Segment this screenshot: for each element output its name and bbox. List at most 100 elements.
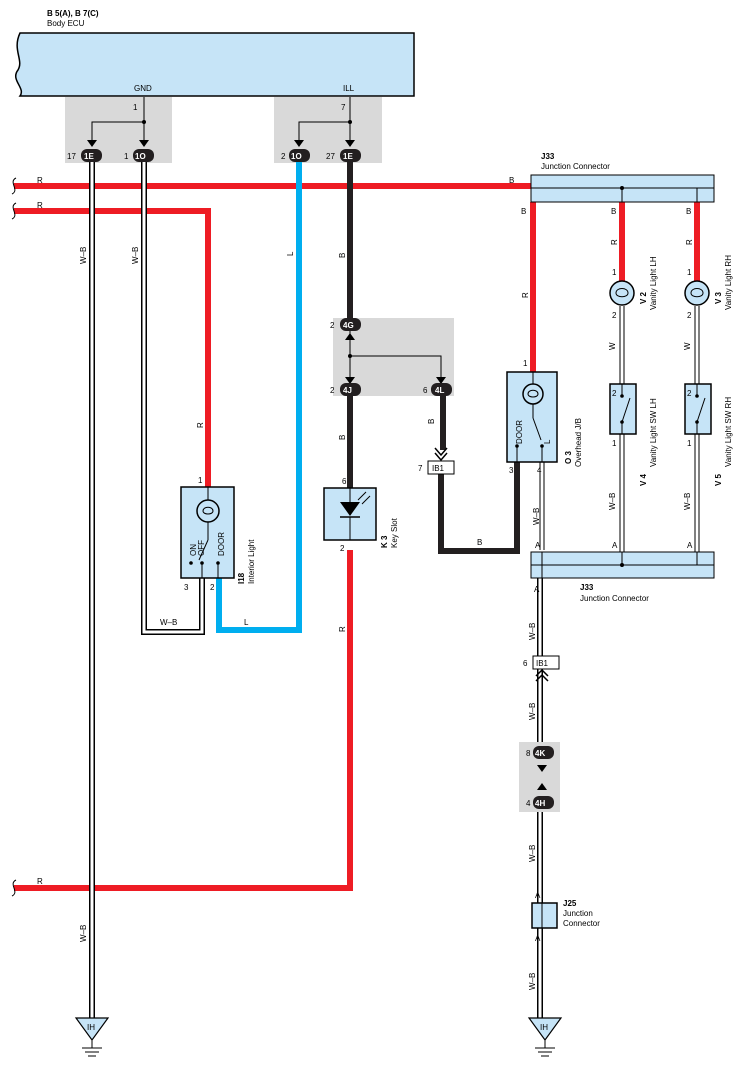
ecu-connector-1-1o-gnd: 1 1O (124, 149, 154, 162)
ecu-ill-splice (348, 120, 352, 124)
blue-wire (216, 162, 302, 633)
v5-id: V 5 (714, 473, 723, 486)
i18-id: I18 (237, 572, 246, 584)
wire-label-b-4l: B (427, 419, 436, 424)
j25-id: J25 (563, 899, 577, 908)
svg-text:6: 6 (423, 386, 428, 395)
o3-pin4: 4 (537, 466, 542, 475)
v3-pin2: 2 (687, 311, 692, 320)
v4-pin1: 1 (612, 439, 617, 448)
svg-text:4G: 4G (343, 321, 354, 330)
wire-label-w-v3: W (683, 342, 692, 350)
o3-pin3: 3 (509, 466, 514, 475)
w-wires (619, 306, 700, 384)
j25-name-line2: Connector (563, 919, 600, 928)
wire-label-wb-v4: W–B (608, 493, 617, 510)
svg-text:1: 1 (124, 152, 129, 161)
j33-bottom-pin-a1: A (535, 541, 541, 550)
svg-text:IB1: IB1 (432, 464, 445, 473)
svg-text:8: 8 (526, 749, 531, 758)
junction-4g-splice (348, 354, 352, 358)
wire-label-wb-v5: W–B (683, 493, 692, 510)
wire-label-r-o3: R (521, 292, 530, 298)
ground-left (74, 1017, 110, 1057)
j33-top-pin-b3: B (686, 207, 691, 216)
wire-label-wb-horizontal: W–B (160, 618, 177, 627)
svg-text:4L: 4L (435, 386, 444, 395)
v3-pin1: 1 (687, 268, 692, 277)
svg-text:6: 6 (523, 659, 528, 668)
v4-name: Vanity Light SW LH (649, 398, 658, 467)
ecu-connector-27-1e: 27 1E (326, 149, 361, 162)
ground-left-code: IH (87, 1023, 95, 1032)
o3-id: O 3 (564, 451, 573, 464)
svg-text:IB1: IB1 (536, 659, 549, 668)
j25-pin-bottom: A (535, 934, 541, 943)
k3-pin2: 2 (340, 544, 345, 553)
wire-break-marks (11, 177, 17, 897)
o3-door-label: DOOR (515, 420, 524, 444)
v5-vanity-light-sw-rh (684, 383, 712, 435)
connector-ib1-7: 7 IB1 (418, 447, 455, 475)
ground-right-code: IH (540, 1023, 548, 1032)
wire-label-r-v3: R (685, 239, 694, 245)
wire-label-w-v2: W (608, 342, 617, 350)
wire-label-r-top: R (37, 176, 43, 185)
ecu-gnd-label: GND (134, 84, 152, 93)
wire-label-wb-right-4: W–B (528, 973, 537, 990)
i18-off-label: OFF (197, 540, 206, 556)
o3-pin1: 1 (523, 359, 528, 368)
v4-vanity-light-sw-lh (609, 383, 637, 435)
v2-id: V 2 (639, 291, 648, 304)
svg-text:17: 17 (67, 152, 76, 161)
wire-label-wb-right-2: W–B (528, 703, 537, 720)
svg-text:1E: 1E (84, 152, 94, 161)
wire-label-r-bottom: R (37, 877, 43, 886)
j25-name-line1: Junction (563, 909, 593, 918)
wb-wires (89, 162, 700, 1018)
ground-right (527, 1017, 563, 1057)
svg-text:1O: 1O (291, 152, 302, 161)
junction-4k-4h-arrows (537, 765, 547, 790)
o3-name: Overhead J/B (574, 418, 583, 467)
wire-label-b-bottom: B (477, 538, 482, 547)
svg-text:1O: 1O (135, 152, 146, 161)
svg-text:4H: 4H (535, 799, 545, 808)
j25-junction-connector (531, 902, 558, 929)
connector-4j: 2 4J (330, 383, 361, 396)
connector-ib1-6: 6 IB1 (523, 655, 560, 682)
j33-top-pin-b1: B (521, 207, 526, 216)
j25-pin-top: A (535, 891, 541, 900)
svg-text:2: 2 (330, 386, 335, 395)
black-wires (347, 162, 520, 554)
svg-text:2: 2 (330, 321, 335, 330)
wire-label-b-k3: B (338, 435, 347, 440)
j33-bottom-pin-a4: A (534, 585, 540, 594)
v3-vanity-light-rh (684, 280, 710, 306)
j33-top-pin-b2: B (611, 207, 616, 216)
v4-id: V 4 (639, 473, 648, 486)
ecu-gnd-pin: 1 (133, 103, 138, 112)
wire-label-l-horizontal: L (244, 618, 249, 627)
o3-overhead-jb (506, 371, 558, 463)
wire-label-wb-left-bottom: W–B (79, 925, 88, 942)
i18-pin1: 1 (198, 476, 203, 485)
wire-label-l-vertical: L (286, 251, 295, 256)
wire-label-r-v2: R (610, 239, 619, 245)
connector-4g: 2 4G (330, 318, 361, 331)
i18-name: Interior Light (247, 539, 256, 584)
v2-name: Vanity Light LH (649, 256, 658, 310)
wire-label-wb-right-3: W–B (528, 845, 537, 862)
i18-pin2: 2 (210, 583, 215, 592)
wire-label-wb-left-top: W–B (79, 247, 88, 264)
svg-text:7: 7 (418, 464, 423, 473)
wire-label-b-top: B (338, 253, 347, 258)
ecu-connector-2-1o-ill: 2 1O (281, 149, 310, 162)
j33-bottom-id: J33 (580, 583, 594, 592)
wire-label-wb-o3: W–B (532, 508, 541, 525)
svg-text:4J: 4J (343, 386, 352, 395)
v2-pin1: 1 (612, 268, 617, 277)
body-ecu-box (15, 32, 415, 97)
ecu-ill-label: ILL (343, 84, 355, 93)
